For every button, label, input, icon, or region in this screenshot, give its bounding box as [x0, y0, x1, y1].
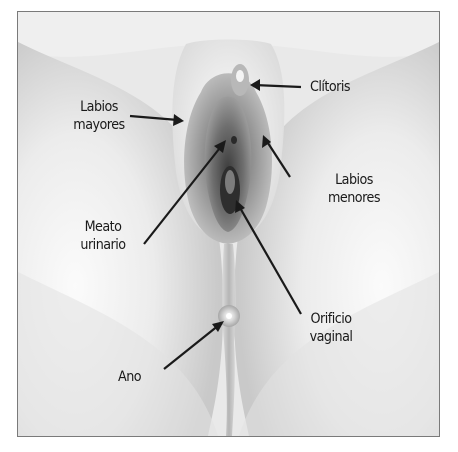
label-labios-mayores: Labios mayores: [66, 98, 131, 134]
label-labios-mayores-line2: mayores: [66, 116, 131, 134]
label-labios-menores-line2: menores: [319, 189, 389, 207]
urinary-meatus: [231, 136, 237, 144]
label-labios-menores: Labios menores: [319, 171, 389, 207]
label-clitoris-text: Clítoris: [310, 79, 350, 95]
label-orificio-vaginal: Orificio vaginal: [297, 310, 366, 346]
anatomy-figure: Clítoris Labios mayores Labios menores M…: [17, 11, 440, 437]
anus-highlight: [226, 313, 232, 319]
label-orificio-vaginal-line1: Orificio: [297, 310, 366, 328]
label-ano: Ano: [118, 368, 141, 386]
clitoris-glans: [236, 70, 244, 82]
label-meato-urinario-line1: Meato: [69, 218, 138, 236]
label-meato-urinario: Meato urinario: [69, 218, 138, 254]
label-ano-text: Ano: [118, 369, 141, 385]
label-labios-mayores-line1: Labios: [66, 98, 131, 116]
label-labios-menores-line1: Labios: [319, 171, 389, 189]
label-meato-urinario-line2: urinario: [69, 236, 138, 254]
vaginal-opening-inner: [225, 170, 235, 194]
label-clitoris: Clítoris: [310, 78, 350, 96]
label-orificio-vaginal-line2: vaginal: [297, 328, 366, 346]
